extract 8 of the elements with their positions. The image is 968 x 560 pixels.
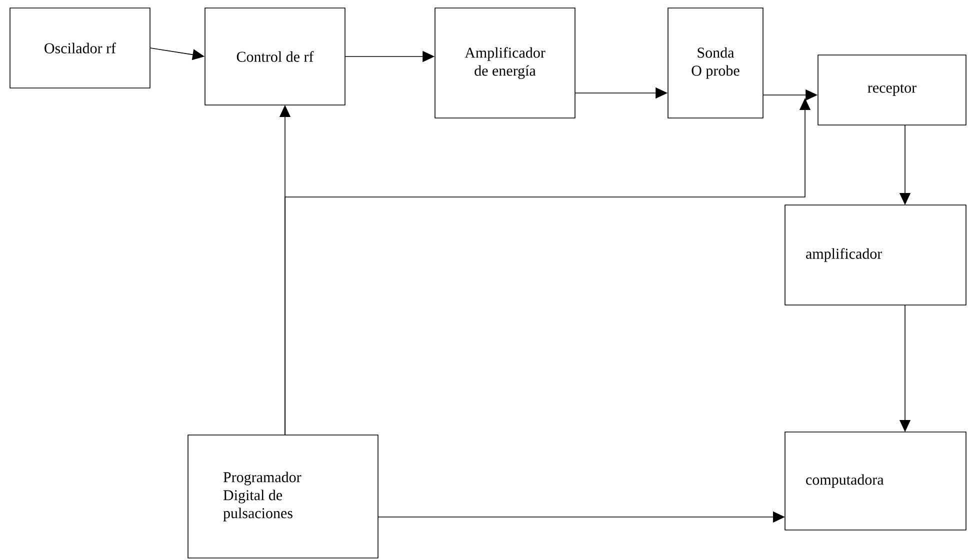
process-box: computadora	[784, 432, 966, 530]
process-box: Control de rf	[204, 8, 346, 106]
process-box: Programador Digital de pulsaciones	[188, 434, 378, 558]
process-box: Oscilador rf	[10, 8, 150, 88]
process-box: Sonda O probe	[668, 8, 764, 118]
process-box: receptor	[818, 54, 966, 126]
process-box: Amplificador de energía	[434, 8, 576, 118]
process-box: amplificador	[784, 204, 966, 306]
